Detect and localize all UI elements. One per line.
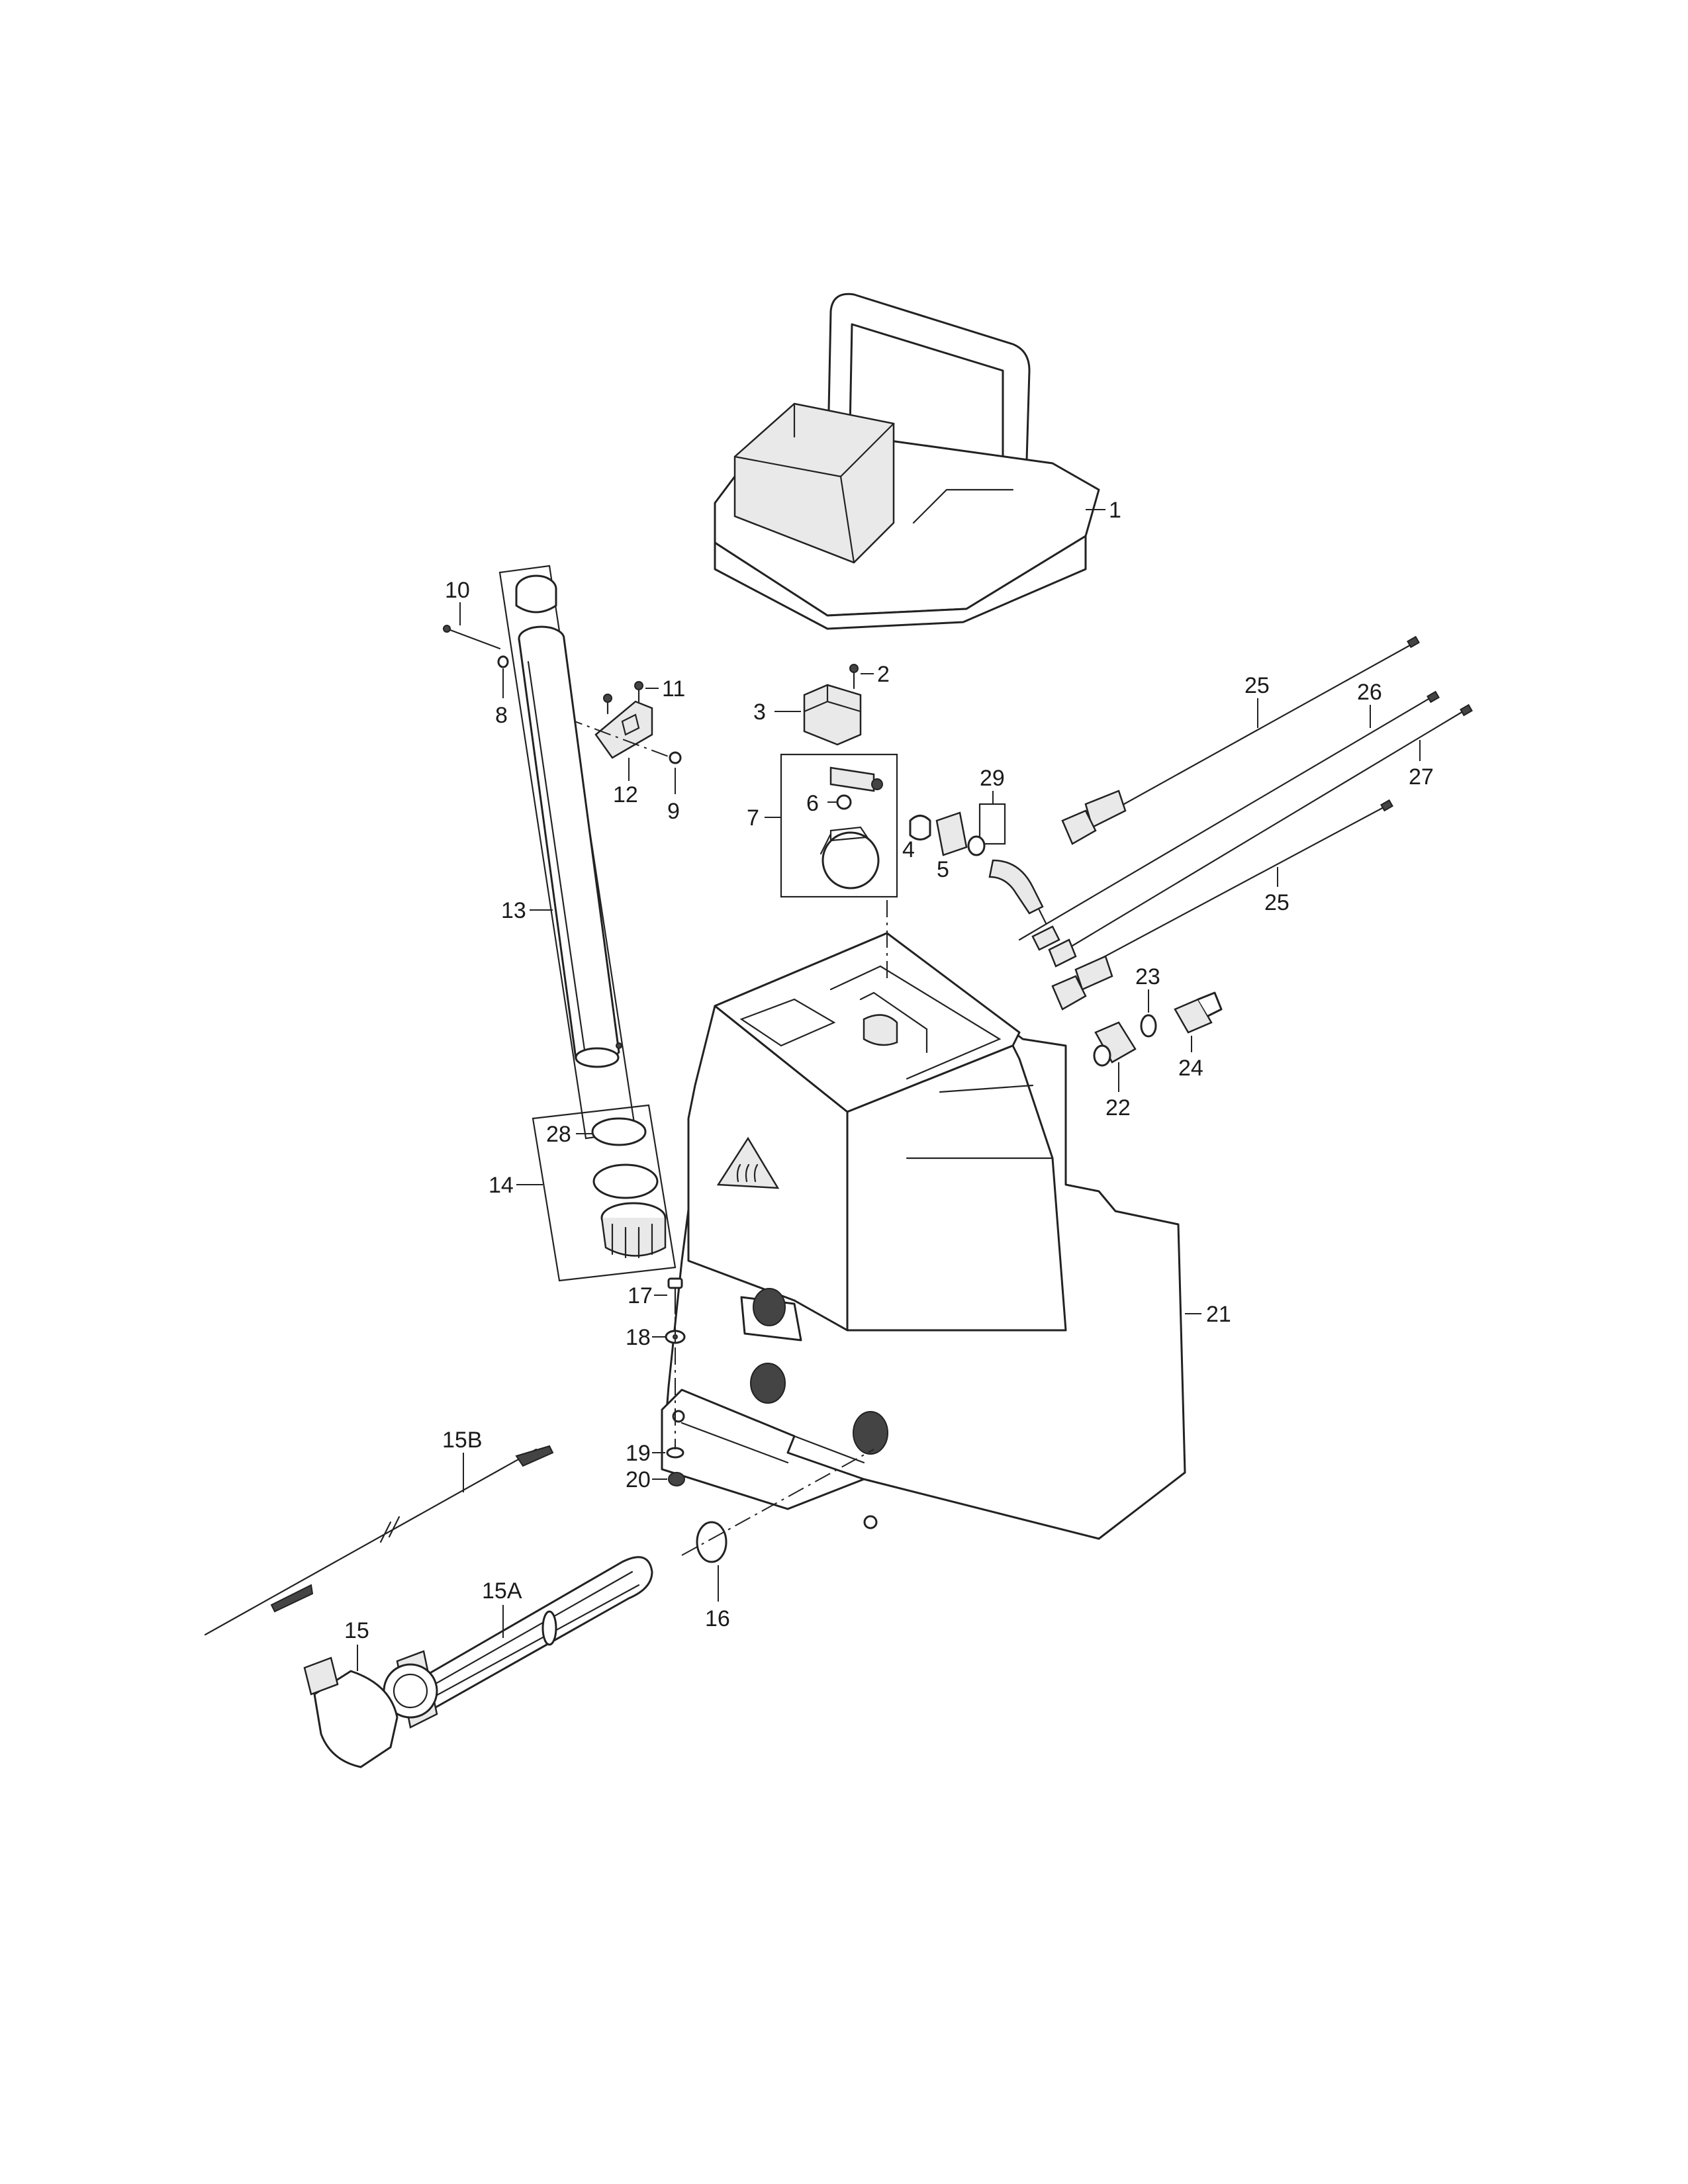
part-15a-heating-element: [409, 1556, 653, 1715]
callout-26: 26: [1357, 680, 1382, 705]
callout-16: 16: [705, 1606, 730, 1631]
callout-1: 1: [1109, 498, 1121, 523]
callout-13: 13: [501, 898, 526, 923]
axis-line-heater: [681, 1449, 874, 1556]
part-25-upper-cable: [1061, 635, 1420, 845]
callout-9: 9: [667, 799, 680, 824]
part-2-screw: [849, 664, 859, 690]
part-8-washer: [497, 655, 509, 668]
callout-21: 21: [1206, 1302, 1231, 1327]
part-13-tube: [515, 574, 622, 1068]
part-14-filter: [600, 1202, 667, 1259]
callout-15: 15: [344, 1618, 369, 1643]
part-26-cable: [1018, 690, 1440, 951]
part-24-hose-barb: [1174, 991, 1223, 1034]
callout-2: 2: [877, 662, 890, 687]
callout-23: 23: [1135, 964, 1160, 989]
part-28-o-ring: [591, 1117, 647, 1146]
part-29-group-box: [978, 803, 1006, 845]
part-27-cable: [1048, 704, 1473, 968]
part-11-screw: [603, 681, 643, 715]
part-14-seal: [592, 1163, 659, 1199]
callout-5: 5: [937, 857, 949, 882]
callout-3: 3: [753, 700, 766, 725]
part-15-heater-head: [303, 1650, 438, 1768]
callout-12: 12: [613, 782, 638, 807]
part-12-bracket: [594, 700, 653, 759]
callout-4: 4: [902, 837, 915, 862]
part-7-group-box: [780, 753, 898, 898]
callout-14: 14: [489, 1173, 514, 1198]
part-3-holder: [803, 684, 862, 746]
callout-27: 27: [1409, 764, 1434, 790]
part-29-elbow: [967, 835, 1047, 925]
axis-line-bracket: [565, 717, 673, 758]
part-22-connector: [1093, 1021, 1137, 1067]
callout-20: 20: [626, 1467, 651, 1492]
part-15b-cable: [204, 1445, 554, 1636]
part-14-group-box: [532, 1104, 677, 1282]
part-1-lid: [714, 293, 1100, 630]
callout-28: 28: [546, 1122, 571, 1147]
part-25-lower-cable: [1051, 799, 1393, 1011]
callout-25-lower: 25: [1264, 890, 1289, 915]
part-20-nut: [668, 1472, 685, 1486]
part-21-housing: [661, 932, 1186, 1540]
callout-7: 7: [747, 805, 759, 831]
part-19-washer: [666, 1447, 684, 1459]
part-7-float-valve: [820, 766, 883, 889]
callout-19: 19: [626, 1441, 651, 1466]
part-4-nut: [909, 815, 931, 841]
part-23-ring: [1140, 1014, 1157, 1038]
callout-6: 6: [806, 791, 819, 816]
callout-8: 8: [495, 703, 508, 728]
part-9-nut: [669, 751, 682, 764]
callout-24: 24: [1178, 1056, 1203, 1081]
callout-29: 29: [980, 766, 1005, 791]
part-17-bolt: [667, 1277, 683, 1315]
callout-17: 17: [628, 1283, 653, 1308]
callout-22: 22: [1105, 1095, 1131, 1120]
callout-25-upper: 25: [1244, 673, 1270, 698]
callout-15a: 15A: [482, 1578, 522, 1604]
part-16-o-ring: [696, 1521, 727, 1563]
part-10-screw: [443, 625, 501, 650]
callout-18: 18: [626, 1325, 651, 1350]
part-5-nipple: [935, 811, 968, 856]
callout-11: 11: [662, 676, 685, 702]
callout-10: 10: [445, 578, 470, 603]
callout-15b: 15B: [442, 1428, 483, 1453]
